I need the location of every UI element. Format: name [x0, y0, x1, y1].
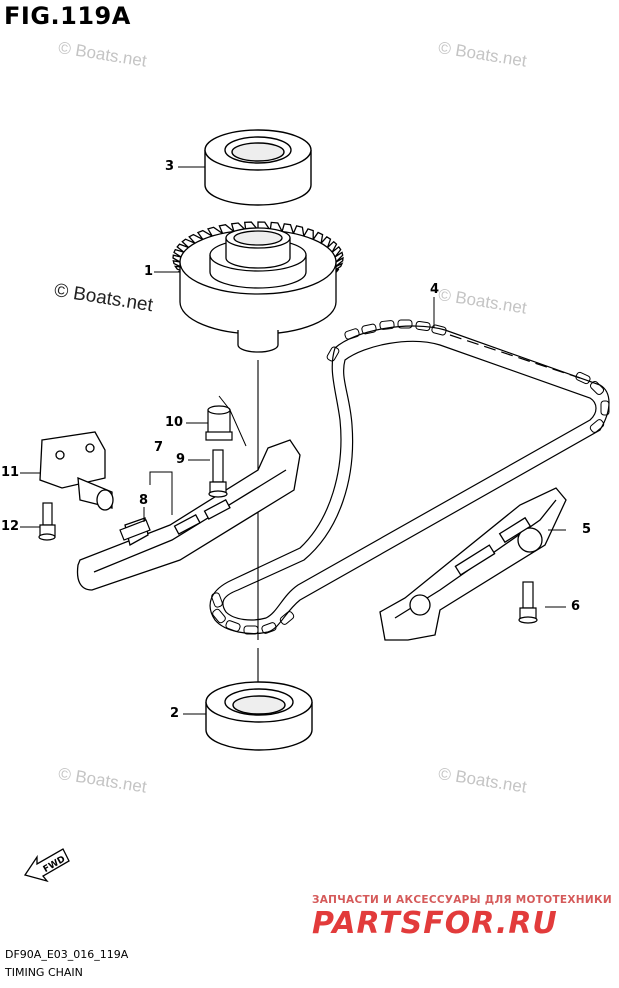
diagram-code: DF90A_E03_016_119A: [5, 948, 129, 961]
chain-guide[interactable]: [76, 439, 301, 591]
fwd-arrow-icon: FWD: [23, 848, 70, 883]
bolt-6[interactable]: [518, 581, 538, 624]
bolt-9[interactable]: [208, 449, 228, 498]
callout-10[interactable]: 10: [165, 415, 184, 430]
callout-8[interactable]: 8: [139, 493, 149, 508]
figure-title: FIG.119A: [4, 2, 131, 30]
callout-4[interactable]: 4: [430, 282, 440, 297]
diagram-caption: TIMING CHAIN: [5, 966, 83, 979]
callout-9[interactable]: 9: [176, 452, 186, 467]
advert-logo[interactable]: PARTSFOR.RU: [312, 906, 558, 941]
pin-8[interactable]: [119, 519, 151, 541]
callout-11[interactable]: 11: [1, 465, 20, 480]
lower-bearing[interactable]: [205, 681, 313, 751]
callout-1[interactable]: 1: [144, 264, 154, 279]
chain-tensioner[interactable]: [39, 431, 114, 511]
callout-2[interactable]: 2: [170, 706, 180, 721]
chain-links: [211, 319, 610, 635]
crank-gear[interactable]: [172, 221, 344, 353]
callout-7[interactable]: 7: [154, 440, 164, 455]
bolt-12[interactable]: [38, 502, 56, 541]
callout-12[interactable]: 12: [1, 519, 20, 534]
timing-chain[interactable]: [209, 319, 610, 635]
advert-tagline: ЗАПЧАСТИ И АКСЕССУАРЫ ДЛЯ МОТОТЕХНИКИ: [312, 894, 612, 906]
callout-6[interactable]: 6: [571, 599, 581, 614]
pivot-pin-10[interactable]: [205, 405, 233, 441]
leader-lines: [20, 166, 566, 715]
tensioner-guide[interactable]: [379, 487, 567, 641]
callout-3[interactable]: 3: [165, 159, 175, 174]
upper-bearing[interactable]: [204, 129, 312, 206]
callout-5[interactable]: 5: [582, 522, 592, 537]
